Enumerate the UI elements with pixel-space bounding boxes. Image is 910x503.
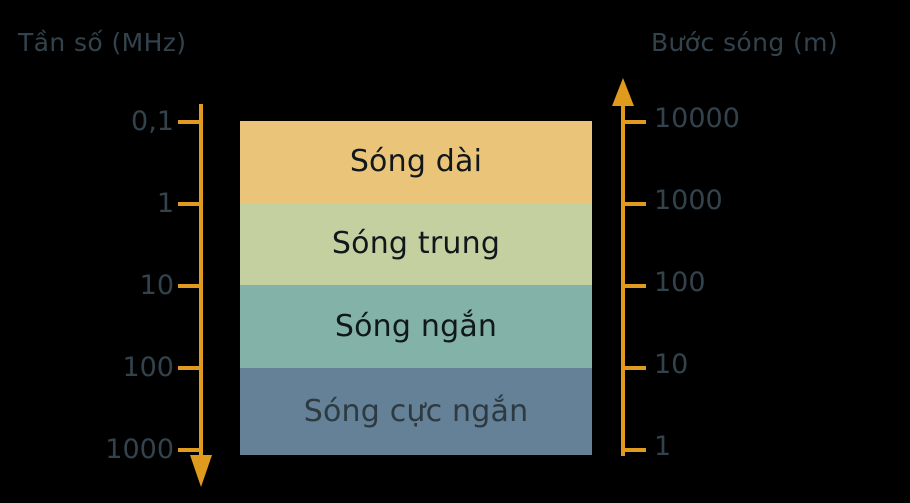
right-axis-tick xyxy=(623,202,646,206)
left-axis-line xyxy=(199,104,203,456)
spectrum-band-stack: Sóng dài Sóng trung Sóng ngắn Sóng cực n… xyxy=(240,121,592,455)
arrow-up-icon xyxy=(612,78,634,106)
right-axis-tick xyxy=(623,448,646,452)
right-axis-tick xyxy=(623,284,646,288)
left-axis-tick xyxy=(178,448,201,452)
right-axis-tick-label: 10 xyxy=(654,349,689,380)
band-medium-wave: Sóng trung xyxy=(240,203,592,285)
band-label: Sóng cực ngắn xyxy=(303,393,529,429)
band-short-wave: Sóng ngắn xyxy=(240,285,592,368)
arrow-down-icon xyxy=(190,455,212,487)
band-label: Sóng dài xyxy=(349,144,483,179)
right-axis-tick-label: 100 xyxy=(654,267,706,298)
left-axis-tick xyxy=(178,366,201,370)
band-label: Sóng trung xyxy=(331,226,501,261)
right-axis-tick-label: 10000 xyxy=(654,103,740,134)
left-axis-tick-label: 100 xyxy=(122,352,174,383)
left-axis-tick-label: 0,1 xyxy=(131,106,174,137)
left-axis-tick xyxy=(178,120,201,124)
left-axis-tick-label: 1 xyxy=(156,188,174,219)
left-axis-tick-label: 10 xyxy=(139,270,174,301)
left-axis-heading: Tần số (MHz) xyxy=(18,28,187,57)
right-axis-line xyxy=(621,94,625,456)
right-axis-tick-label: 1000 xyxy=(654,185,723,216)
left-axis-tick-label: 1000 xyxy=(105,434,174,465)
right-axis-tick-label: 1 xyxy=(654,431,672,462)
right-axis-tick xyxy=(623,366,646,370)
band-ultra-short-wave: Sóng cực ngắn xyxy=(240,368,592,455)
band-long-wave: Sóng dài xyxy=(240,121,592,203)
left-axis-tick xyxy=(178,284,201,288)
band-label: Sóng ngắn xyxy=(334,308,498,344)
left-axis-tick xyxy=(178,202,201,206)
right-axis-heading: Bước sóng (m) xyxy=(651,28,839,57)
right-axis-tick xyxy=(623,120,646,124)
